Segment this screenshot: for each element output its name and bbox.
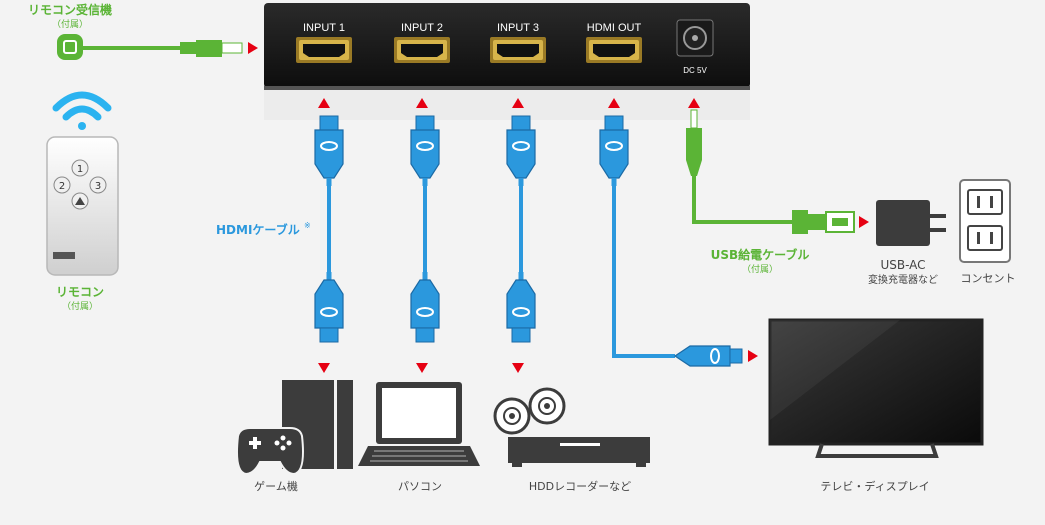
disc-icon bbox=[493, 387, 566, 435]
port-label-input-3: INPUT 3 bbox=[497, 22, 539, 34]
port-hdmi-out: HDMI OUT bbox=[586, 22, 642, 63]
receiver-label: リモコン受信機 bbox=[28, 2, 112, 17]
tv-label: テレビ・ディスプレイ bbox=[820, 479, 929, 493]
remote-button-1 bbox=[71, 159, 89, 177]
usb-ac-note: 変換充電器など bbox=[868, 273, 938, 286]
power-outlet-icon bbox=[959, 179, 1011, 263]
remote-button-2-label: 2 bbox=[59, 181, 65, 192]
brand-logo bbox=[53, 252, 75, 259]
pc-label: パソコン bbox=[398, 480, 442, 493]
usb-cable-label: USB給電ケーブル bbox=[711, 247, 810, 262]
usb-ac-adapter-icon bbox=[876, 200, 946, 246]
game-console-icon bbox=[236, 380, 353, 476]
tv-display-icon bbox=[768, 318, 984, 458]
port-input-3: INPUT 3 bbox=[490, 22, 546, 63]
hdmi-cable-mark: ※ bbox=[304, 221, 311, 230]
remote-button-2 bbox=[53, 176, 71, 194]
laptop-icon bbox=[358, 382, 480, 466]
remote-label: リモコン bbox=[56, 285, 104, 299]
usb-ac-label: USB-AC bbox=[880, 258, 925, 272]
power-label: DC 5V bbox=[683, 66, 707, 75]
wireless-signal-icon bbox=[52, 91, 112, 130]
usb-cable-note: （付属） bbox=[742, 264, 778, 275]
usb-power-cable bbox=[686, 98, 869, 234]
remote-control: 1 2 3 bbox=[46, 136, 119, 276]
remote-note: （付属） bbox=[62, 301, 98, 312]
hdmi-switcher: INPUT 1 INPUT 2 INPUT 3 HDMI OUT DC 5V bbox=[264, 3, 750, 120]
port-input-1: INPUT 1 bbox=[296, 22, 352, 63]
outlet-label: コンセント bbox=[961, 272, 1016, 285]
port-label-input-1: INPUT 1 bbox=[303, 22, 345, 34]
remote-button-3 bbox=[89, 176, 107, 194]
power-jack: DC 5V bbox=[676, 19, 714, 75]
receiver-note: （付属） bbox=[52, 19, 88, 30]
hdmi-cable-out bbox=[599, 98, 758, 367]
port-input-2: INPUT 2 bbox=[394, 22, 450, 63]
hdmi-cable-2 bbox=[410, 98, 440, 373]
triangle-icon bbox=[75, 197, 85, 205]
port-label-input-2: INPUT 2 bbox=[401, 22, 443, 34]
hdmi-cable-3 bbox=[506, 98, 536, 373]
remote-button-3-label: 3 bbox=[95, 181, 101, 192]
hdmi-cable-1 bbox=[314, 98, 344, 373]
port-label-hdmi-out: HDMI OUT bbox=[587, 22, 642, 34]
hdmi-cable-label: HDMIケーブル bbox=[216, 222, 300, 237]
remote-receiver bbox=[57, 34, 258, 60]
game-label: ゲーム機 bbox=[254, 479, 298, 493]
hdd-label: HDDレコーダーなど bbox=[529, 479, 631, 493]
remote-button-1-label: 1 bbox=[77, 164, 83, 175]
hdd-recorder-icon bbox=[508, 437, 650, 467]
